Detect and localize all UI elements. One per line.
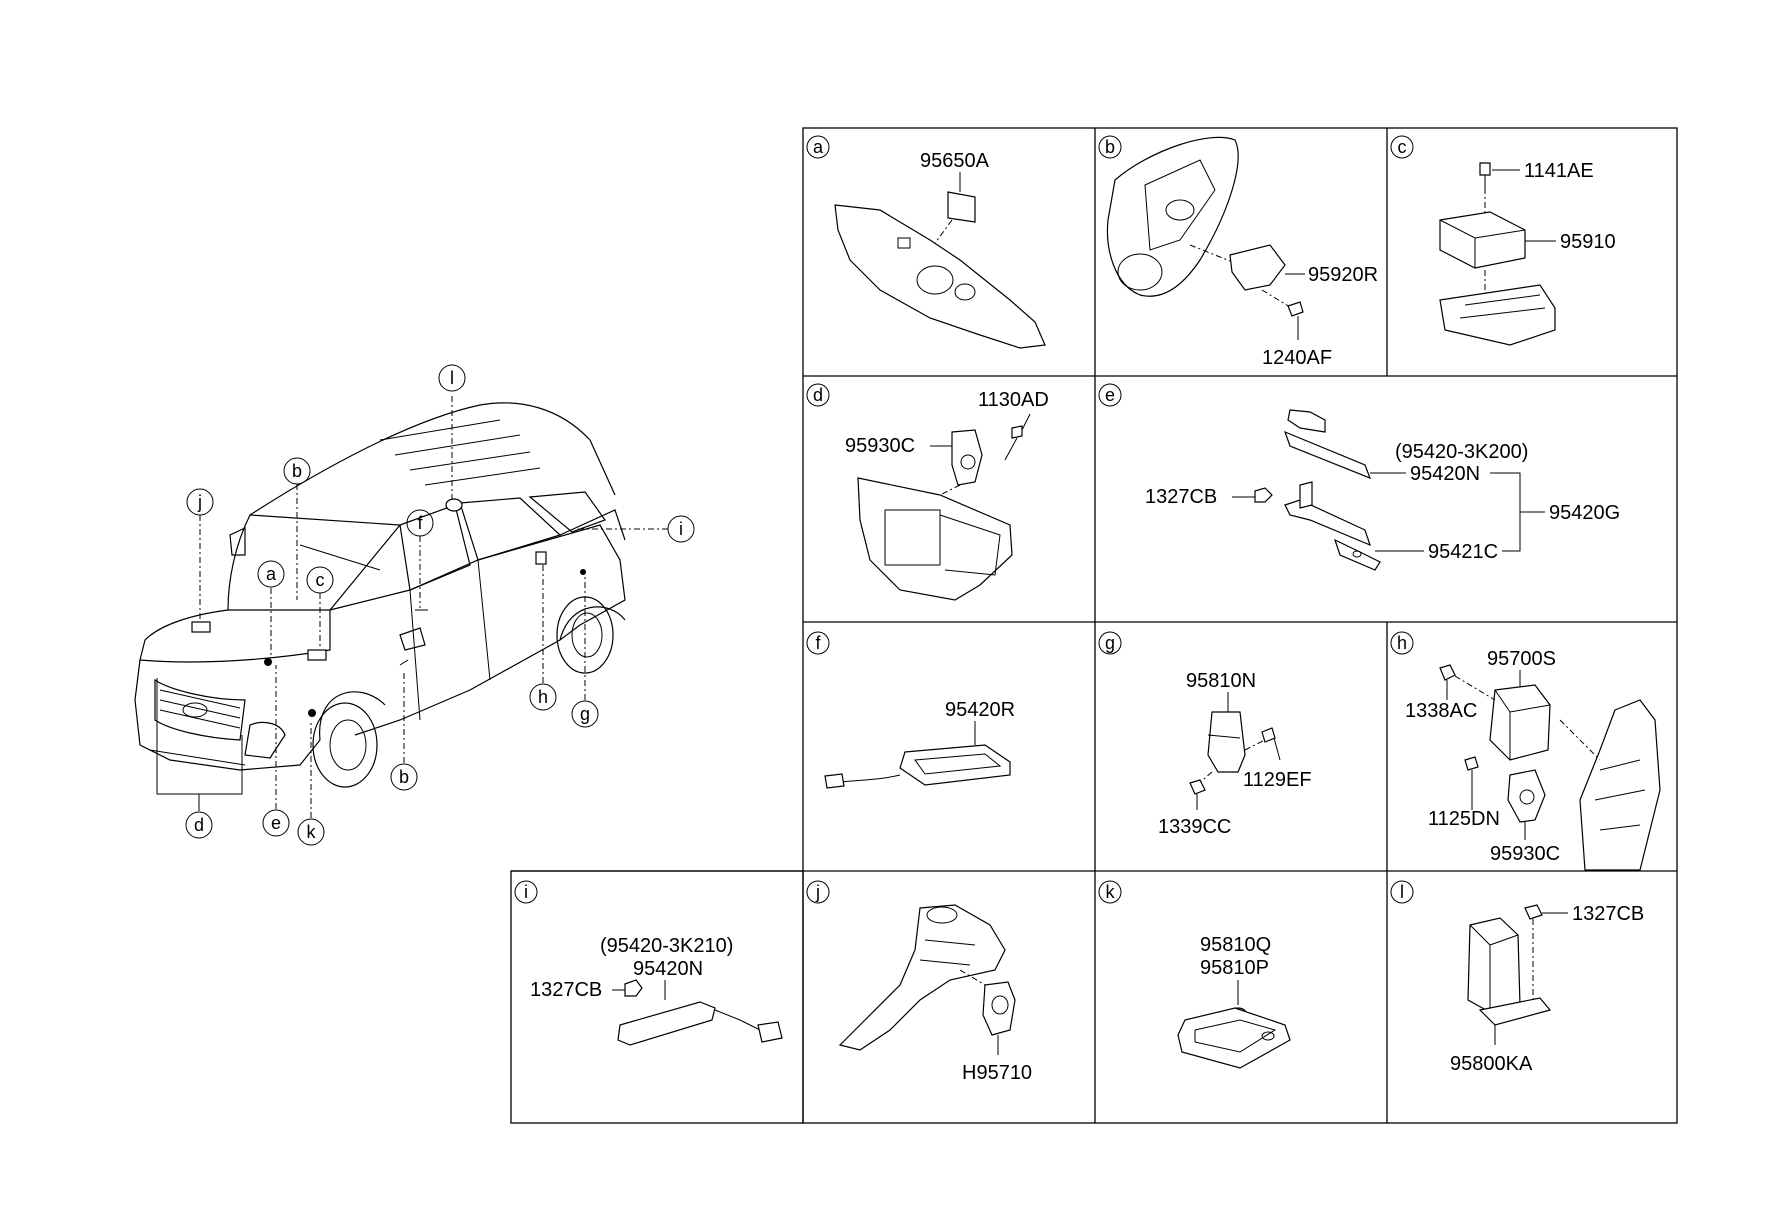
callout-b-roof: b (283, 457, 311, 485)
part-1327CB-e: 1327CB (1145, 486, 1217, 508)
part-95810P: 95810P (1200, 957, 1269, 979)
part-95420-3K210: (95420-3K210) (600, 935, 733, 957)
part-1125DN: 1125DN (1428, 808, 1500, 830)
svg-text:a: a (266, 564, 277, 584)
part-95910: 95910 (1560, 231, 1616, 253)
panel-g-letter: g (1105, 633, 1115, 653)
panel-a: a 95650A (806, 135, 1046, 349)
part-95650A: 95650A (920, 150, 990, 172)
callout-k: k (297, 818, 325, 846)
callout-d: d (185, 811, 213, 839)
vehicle-component-markers (191, 498, 586, 717)
part-1338AC: 1338AC (1405, 700, 1477, 722)
vehicle-outline (134, 402, 626, 788)
svg-text:k: k (307, 822, 317, 842)
panel-d-letter: d (813, 385, 823, 405)
part-1240AF: 1240AF (1262, 347, 1332, 369)
svg-text:e: e (271, 813, 281, 833)
svg-text:f: f (417, 513, 423, 533)
panel-i-letter: i (524, 882, 528, 902)
vehicle-leader-lines (156, 396, 668, 818)
callout-b-lower: b (390, 763, 418, 791)
panel-g: g 95810N 1129EF 1339CC (1098, 631, 1312, 838)
part-95420R: 95420R (945, 699, 1015, 721)
panel-f-letter: f (815, 633, 821, 653)
part-95420-3K200: (95420-3K200) (1395, 441, 1528, 463)
panel-grid (510, 127, 1678, 1124)
panel-h-letter: h (1397, 633, 1407, 653)
panel-c-letter: c (1398, 137, 1407, 157)
svg-text:i: i (679, 519, 683, 539)
panel-a-letter: a (813, 137, 824, 157)
callout-j: j (186, 488, 214, 516)
callout-a: a (257, 560, 285, 588)
part-1327CB-l: 1327CB (1572, 903, 1644, 925)
part-1141AE: 1141AE (1524, 160, 1594, 182)
svg-text:b: b (292, 461, 302, 481)
panel-k-letter: k (1106, 882, 1116, 902)
svg-text:b: b (399, 767, 409, 787)
callout-e: e (262, 809, 290, 837)
part-95800KA: 95800KA (1450, 1053, 1533, 1075)
vehicle-overview: l b j f i a c h g b d e k (134, 364, 695, 846)
part-95930C-h: 95930C (1490, 843, 1560, 865)
part-95810Q: 95810Q (1200, 934, 1271, 956)
part-95421C: 95421C (1428, 541, 1498, 563)
svg-text:l: l (450, 368, 454, 388)
svg-text:h: h (538, 687, 548, 707)
callout-c: c (306, 566, 334, 594)
panel-l: l 1327CB 95800KA (1390, 880, 1644, 1075)
panel-j: j H95710 (806, 880, 1032, 1084)
part-1129EF: 1129EF (1243, 769, 1312, 791)
svg-text:j: j (197, 492, 202, 512)
panel-k: k 95810Q 95810P (1098, 880, 1291, 1069)
part-1339CC: 1339CC (1158, 816, 1231, 838)
svg-text:g: g (580, 704, 590, 724)
part-95920R: 95920R (1308, 264, 1378, 286)
panel-e: e (95420-3K200) 95420N 1327CB 95421C 954… (1098, 383, 1620, 571)
part-H95710: H95710 (962, 1062, 1032, 1084)
panel-d: d 1130AD 95930C (806, 383, 1049, 601)
part-95930C: 95930C (845, 435, 915, 457)
panel-h: h 95700S 1338AC 1125DN 95930C (1390, 631, 1661, 871)
part-95700S: 95700S (1487, 648, 1556, 670)
svg-text:d: d (194, 815, 204, 835)
part-1130AD: 1130AD (978, 389, 1049, 411)
callout-g: g (571, 700, 599, 728)
panel-l-letter: l (1400, 882, 1404, 902)
part-95810N: 95810N (1186, 670, 1256, 692)
part-95420N-i: 95420N (633, 958, 703, 980)
panel-j-letter: j (815, 882, 820, 902)
panel-c: c 1141AE 95910 (1390, 135, 1616, 346)
part-1327CB-i: 1327CB (530, 979, 602, 1001)
svg-text:c: c (316, 570, 325, 590)
panel-i: i (95420-3K210) 95420N 1327CB (514, 880, 783, 1046)
vehicle-callouts: l b j f i a c h g b d e k (185, 364, 695, 846)
panel-f: f 95420R (806, 631, 1015, 789)
part-95420G: 95420G (1549, 502, 1620, 524)
part-95420N-e: 95420N (1410, 463, 1480, 485)
callout-l: l (438, 364, 466, 392)
panel-b-letter: b (1105, 137, 1115, 157)
callout-h: h (529, 683, 557, 711)
callout-i: i (667, 515, 695, 543)
callout-f: f (406, 509, 434, 537)
panel-e-letter: e (1105, 385, 1115, 405)
panel-b: b 95920R 1240AF (1098, 135, 1378, 369)
